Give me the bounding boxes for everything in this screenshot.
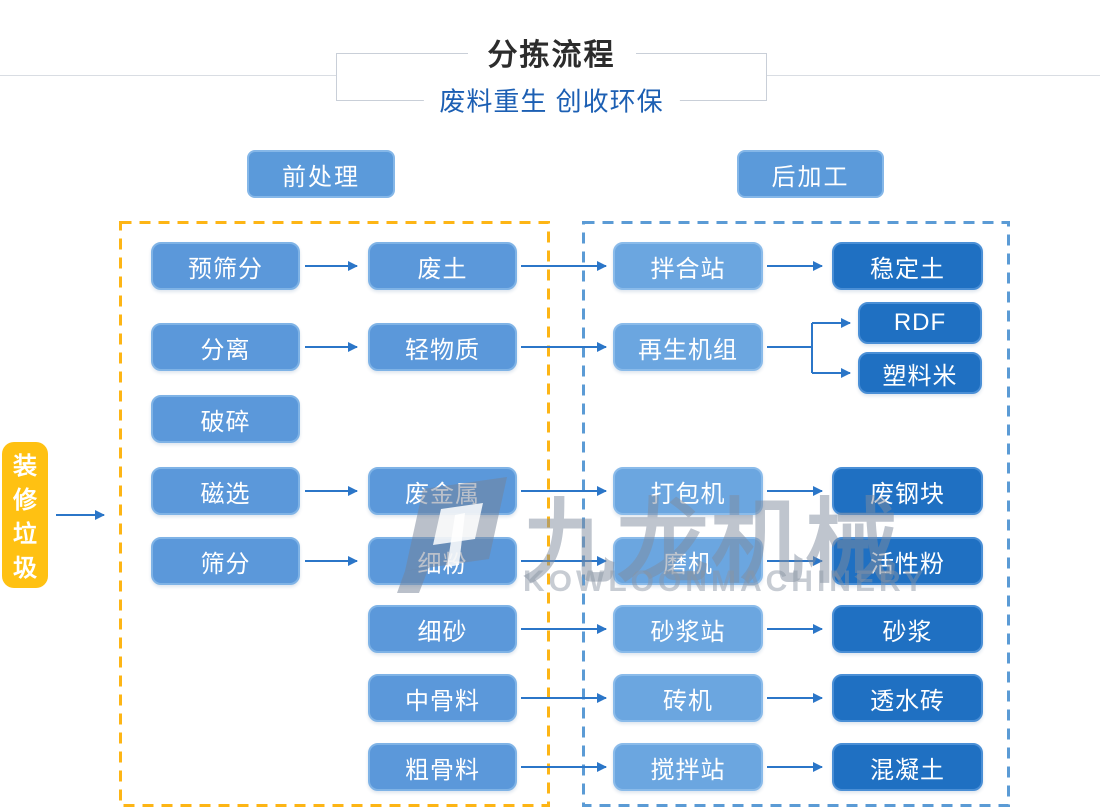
box-active-powder: 活性粉 — [832, 537, 983, 585]
box-medium-aggregate: 中骨料 — [368, 674, 517, 722]
box-plastic-pellets: 塑料米 — [858, 352, 982, 394]
arrow-lines — [56, 261, 851, 772]
source-box-renovation-waste: 装修垃圾 — [2, 442, 48, 588]
box-waste-soil: 废土 — [368, 242, 517, 290]
box-scrap-steel: 废钢块 — [832, 467, 983, 515]
box-concrete: 混凝土 — [832, 743, 983, 791]
box-light-material: 轻物质 — [368, 323, 517, 371]
box-mortar: 砂浆 — [832, 605, 983, 653]
box-separation: 分离 — [151, 323, 300, 371]
box-crushing: 破碎 — [151, 395, 300, 443]
title-frame: 分拣流程 废料重生 创收环保 — [336, 29, 767, 119]
box-coarse-aggregate: 粗骨料 — [368, 743, 517, 791]
box-fine-sand: 细砂 — [368, 605, 517, 653]
box-regeneration-unit: 再生机组 — [613, 323, 763, 371]
box-mortar-station: 砂浆站 — [613, 605, 763, 653]
section-label-postprocess: 后加工 — [737, 150, 884, 198]
box-rdf: RDF — [858, 302, 982, 344]
box-baler: 打包机 — [613, 467, 763, 515]
box-brick-machine: 砖机 — [613, 674, 763, 722]
box-mixing-station: 拌合站 — [613, 242, 763, 290]
page-subtitle: 废料重生 创收环保 — [423, 81, 680, 119]
preprocess-dashed-container — [119, 221, 550, 807]
box-stabilized-soil: 稳定土 — [832, 242, 983, 290]
postprocess-dashed-container — [582, 221, 1010, 807]
box-permeable-brick: 透水砖 — [832, 674, 983, 722]
page-title: 分拣流程 — [467, 29, 636, 74]
source-label: 装修垃圾 — [13, 453, 37, 582]
box-pre-screening: 预筛分 — [151, 242, 300, 290]
box-concrete-mixing-station: 搅拌站 — [613, 743, 763, 791]
box-magnetic-selection: 磁选 — [151, 467, 300, 515]
section-label-preprocess: 前处理 — [247, 150, 395, 198]
box-mill: 磨机 — [613, 537, 763, 585]
box-screening: 筛分 — [151, 537, 300, 585]
